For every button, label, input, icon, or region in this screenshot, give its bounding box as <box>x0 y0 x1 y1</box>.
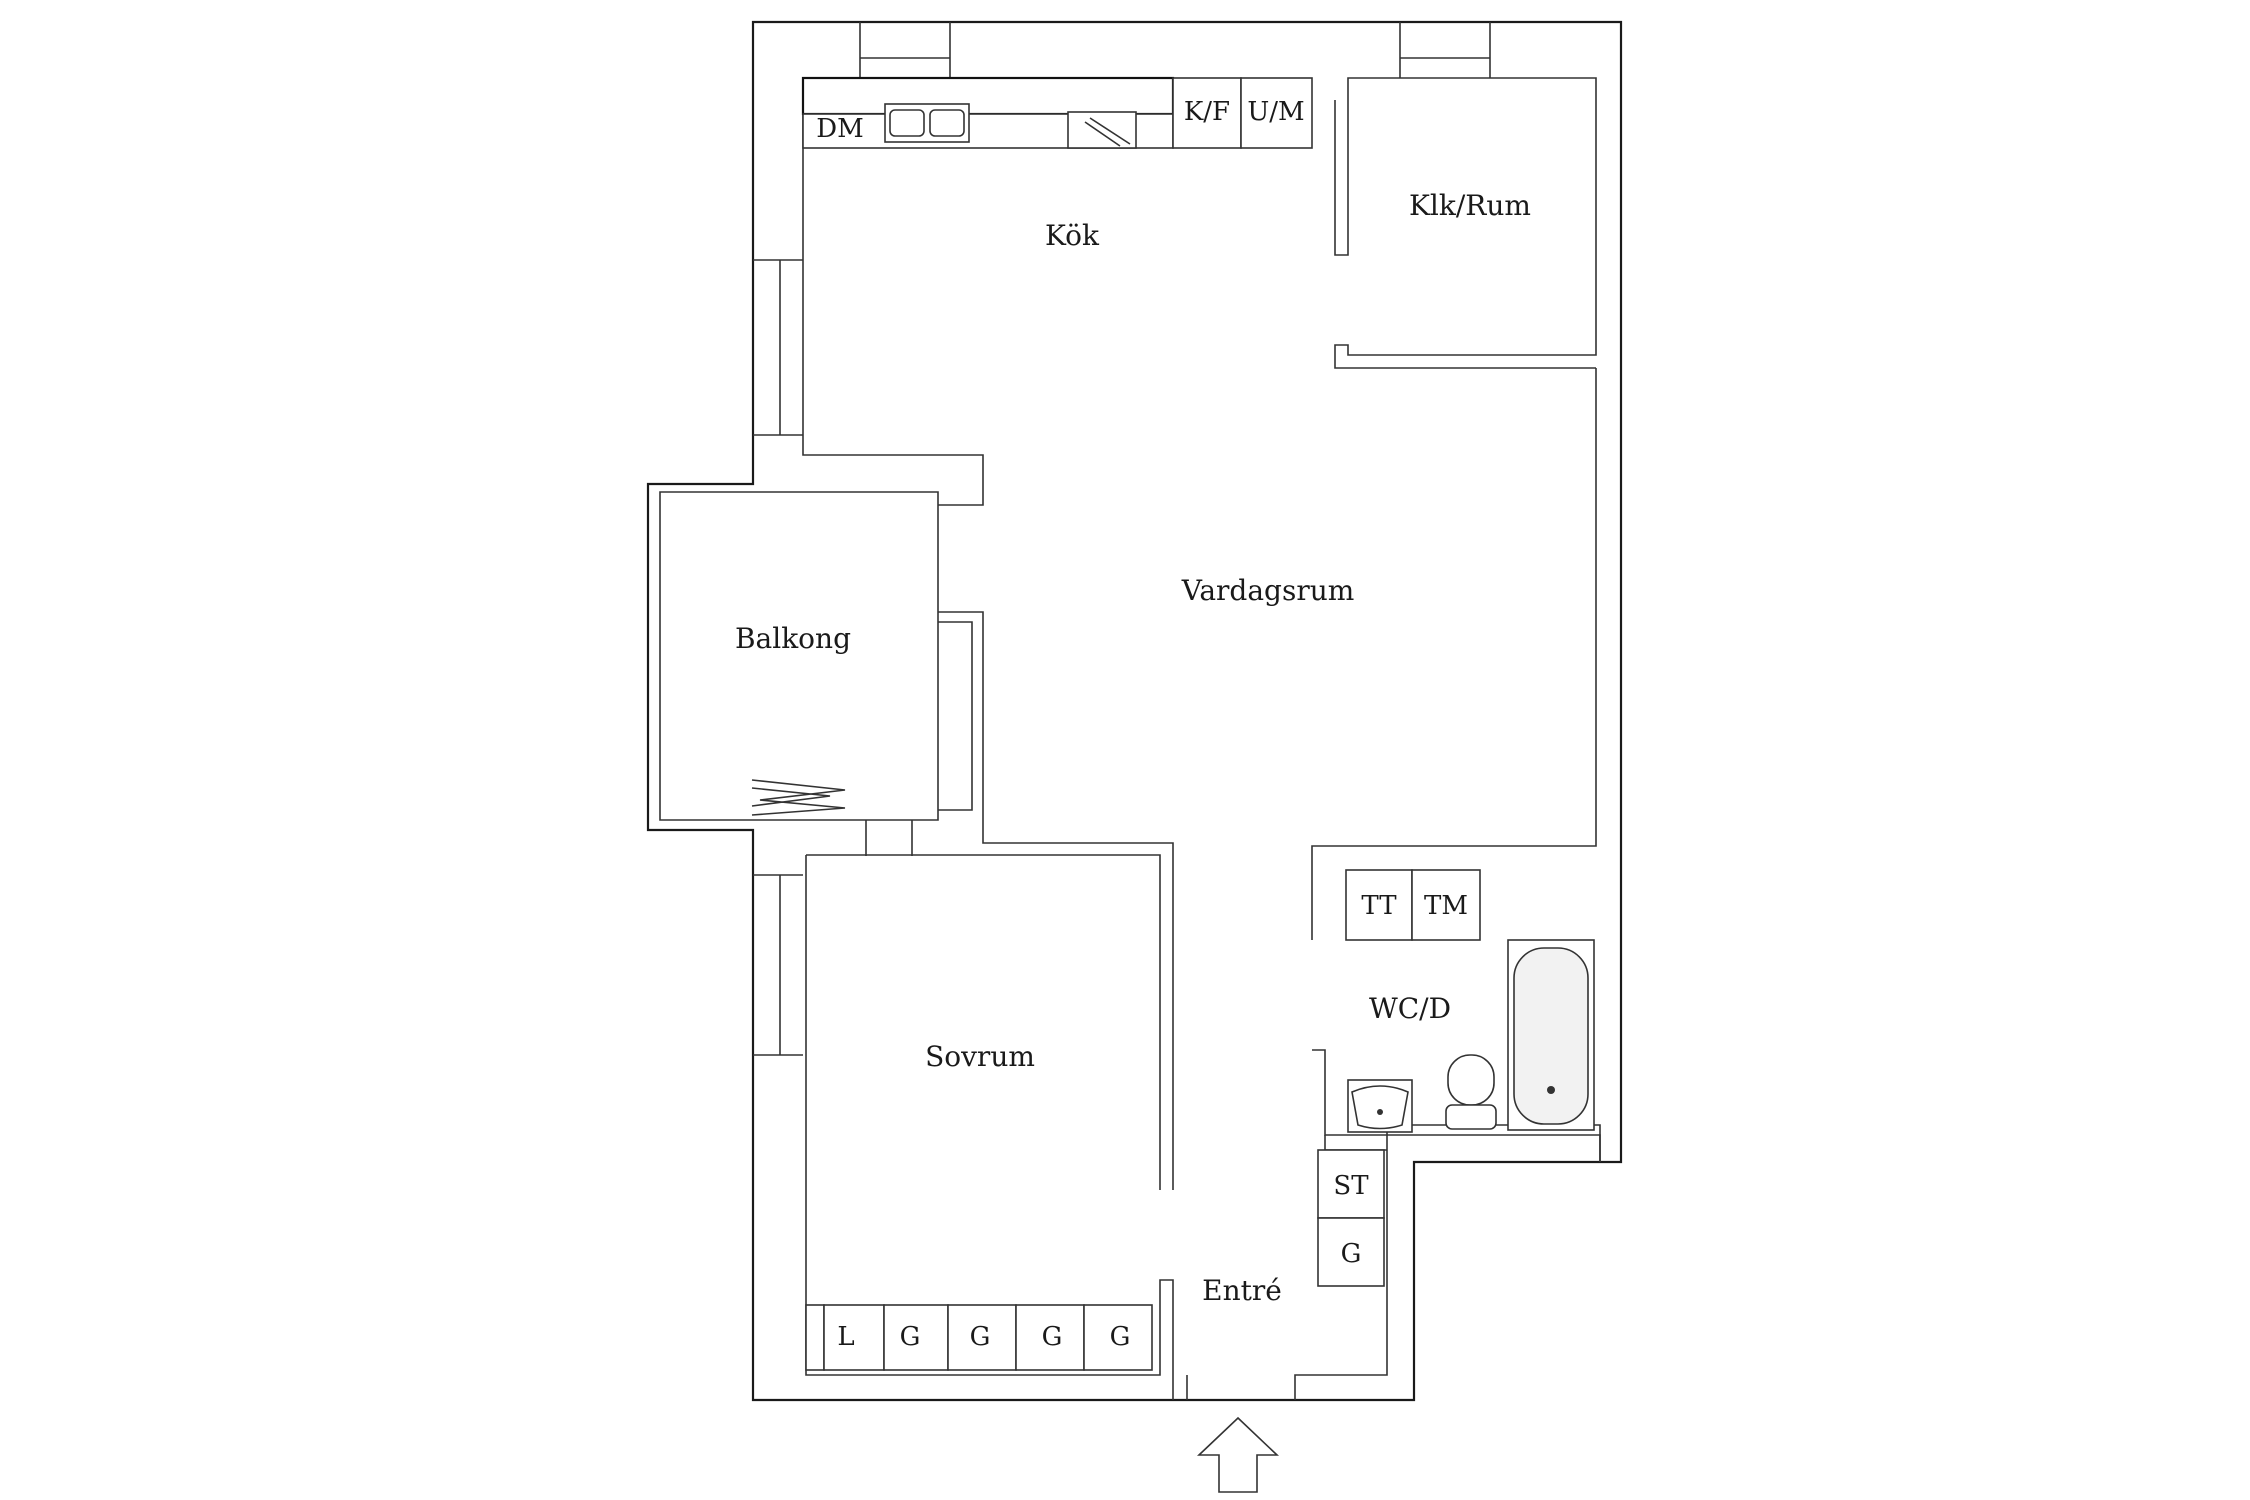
folding-door-icon <box>751 779 846 816</box>
wardrobe-label: G <box>1042 1322 1063 1352</box>
inner-walls <box>659 77 1601 1400</box>
room-label-vardagsrum: Vardagsrum <box>1181 574 1355 607</box>
windows <box>753 22 1491 1056</box>
fixture-label-g-hall: G <box>1341 1239 1362 1269</box>
g-closet <box>1317 1217 1385 1287</box>
toilet-icon <box>1445 1054 1497 1130</box>
fixture-label-dm: DM <box>816 114 863 144</box>
wardrobe-row <box>805 1304 1153 1371</box>
room-label-klk-rum: Klk/Rum <box>1409 189 1531 222</box>
wardrobe-label: G <box>900 1322 921 1352</box>
um-cabinet <box>1240 77 1313 149</box>
stove-icon <box>1067 111 1137 149</box>
tm-machine <box>1411 869 1481 941</box>
room-label-balkong: Balkong <box>735 622 851 655</box>
kitchen-counter-top <box>801 76 1175 116</box>
outer-wall <box>646 20 1623 1402</box>
st-closet <box>1317 1149 1385 1219</box>
bathtub-icon <box>1507 939 1595 1131</box>
fixture-label-tt: TT <box>1361 891 1397 921</box>
room-label-sovrum: Sovrum <box>925 1040 1035 1073</box>
washbasin-icon <box>1347 1079 1413 1133</box>
fixture-label-tm: TM <box>1424 891 1468 921</box>
fixture-label-kf: K/F <box>1184 97 1230 127</box>
arrow-up-icon <box>1196 1416 1280 1493</box>
kitchen-sink-icon <box>884 103 970 143</box>
room-label-entre: Entré <box>1202 1274 1282 1307</box>
wardrobe-label: G <box>970 1322 991 1352</box>
room-label-kok: Kök <box>1045 219 1100 252</box>
room-label-wc-d: WC/D <box>1369 992 1451 1025</box>
wardrobe-label: L <box>837 1322 854 1352</box>
fixture-label-st: ST <box>1333 1171 1369 1201</box>
fixture-label-um: U/M <box>1247 97 1304 127</box>
wardrobe-label: G <box>1110 1322 1131 1352</box>
